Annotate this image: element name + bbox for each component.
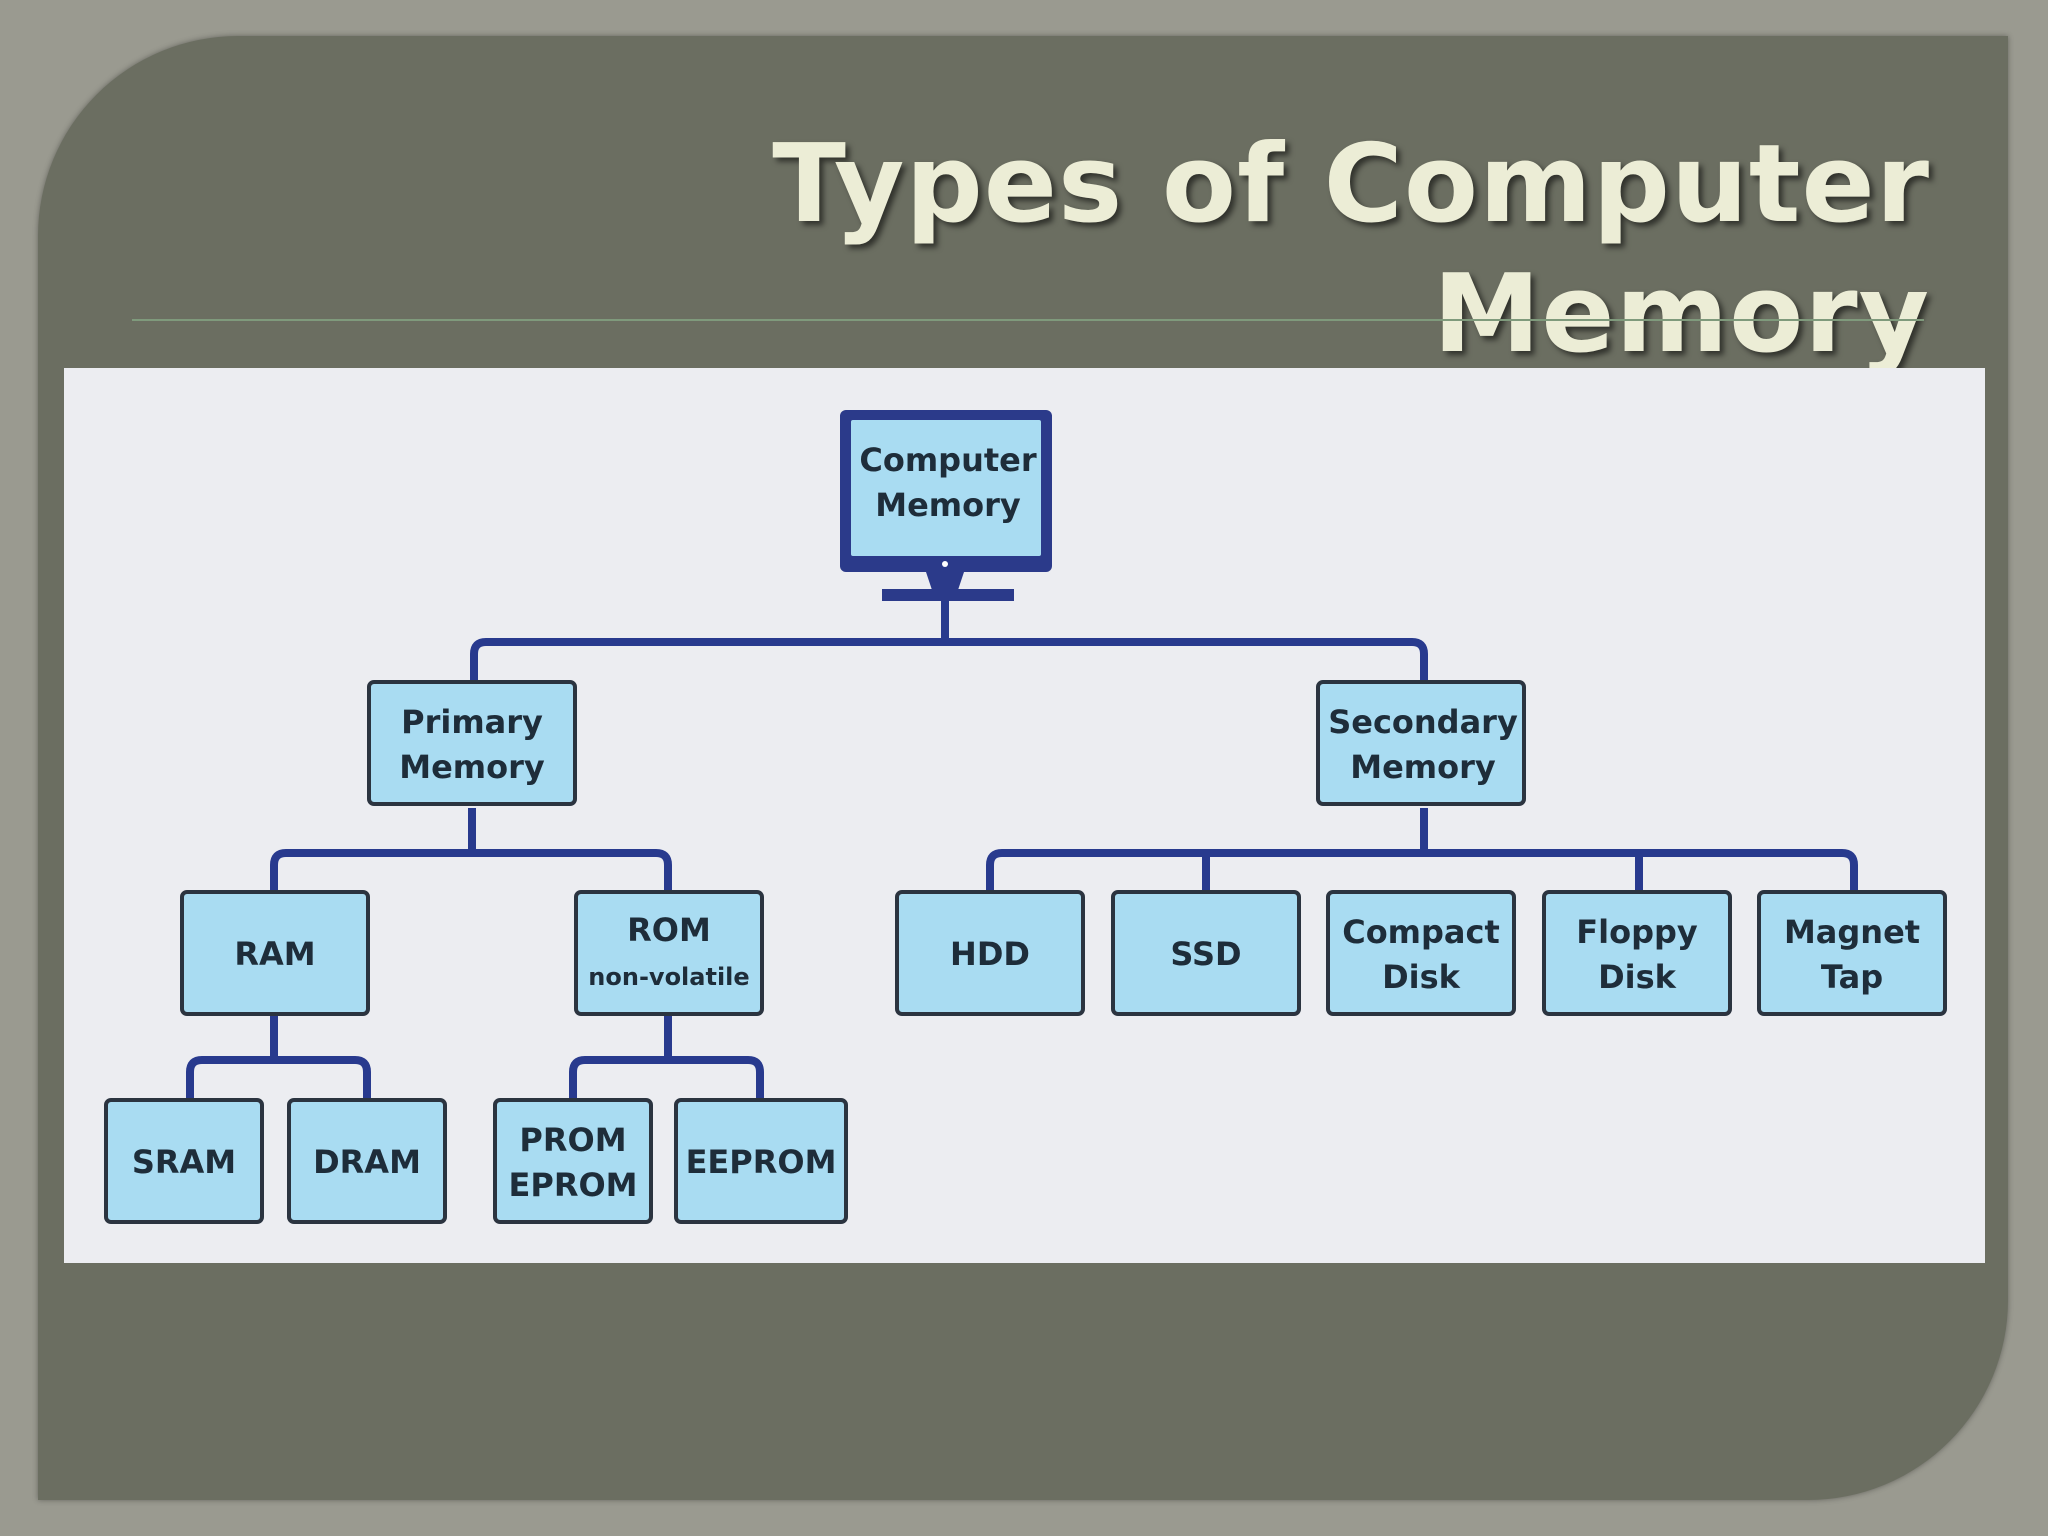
node-magnet-tap: Magnet Tap <box>1757 890 1947 1016</box>
node-sram-label: SRAM <box>132 1143 236 1181</box>
connector-ram-branch <box>186 1056 371 1098</box>
node-primary-memory-line-1: Primary <box>401 703 543 741</box>
monitor-stand <box>882 589 1014 601</box>
node-compact-disk-line-2: Disk <box>1382 958 1461 996</box>
monitor-power-dot <box>942 561 948 567</box>
node-magnet-tap-line-2: Tap <box>1821 958 1883 996</box>
connector-primary-branch <box>270 849 672 890</box>
connector-secondary-branch <box>986 849 1858 890</box>
node-ram-label: RAM <box>234 935 315 973</box>
node-prom-eprom-line-1: PROM <box>519 1121 626 1159</box>
node-computer-memory-line-2: Memory <box>875 486 1021 524</box>
diagram-panel: Computer Memory Primary Memory Secondary… <box>64 368 1985 1263</box>
node-floppy-disk-line-1: Floppy <box>1576 913 1698 951</box>
node-ssd-label: SSD <box>1170 935 1241 973</box>
node-rom-line-2: non-volatile <box>588 963 749 991</box>
node-ram: RAM <box>180 890 370 1016</box>
node-sram: SRAM <box>104 1098 264 1224</box>
node-computer-memory-line-1: Computer <box>859 441 1037 479</box>
connector-root-branch <box>470 638 1428 680</box>
node-ssd: SSD <box>1111 890 1301 1016</box>
title-divider <box>132 319 1924 321</box>
node-secondary-memory: Secondary Memory <box>1316 680 1526 806</box>
node-primary-memory: Primary Memory <box>367 680 577 806</box>
node-hdd: HDD <box>895 890 1085 1016</box>
node-eeprom: EEPROM <box>674 1098 848 1224</box>
connector-rom-branch <box>569 1056 764 1098</box>
node-hdd-label: HDD <box>950 935 1030 973</box>
node-eeprom-label: EEPROM <box>686 1143 837 1181</box>
node-secondary-memory-line-1: Secondary <box>1328 703 1518 741</box>
node-magnet-tap-line-1: Magnet <box>1784 913 1920 951</box>
node-rom: ROM non-volatile <box>574 890 764 1016</box>
node-computer-memory: Computer Memory <box>840 410 1052 601</box>
node-dram: DRAM <box>287 1098 447 1224</box>
slide-title: Types of Computer Memory <box>772 122 1930 377</box>
node-prom-eprom: PROM EPROM <box>493 1098 653 1224</box>
node-dram-label: DRAM <box>313 1143 421 1181</box>
connector-lines <box>186 590 1858 1098</box>
monitor-screen <box>851 420 1041 556</box>
node-primary-memory-line-2: Memory <box>399 748 545 786</box>
node-floppy-disk: Floppy Disk <box>1542 890 1732 1016</box>
monitor-neck <box>926 572 964 590</box>
node-floppy-disk-line-2: Disk <box>1598 958 1677 996</box>
node-rom-line-1: ROM <box>627 911 711 949</box>
node-compact-disk-line-1: Compact <box>1342 913 1500 951</box>
memory-hierarchy-diagram: Computer Memory Primary Memory Secondary… <box>104 410 1947 1224</box>
node-compact-disk: Compact Disk <box>1326 890 1516 1016</box>
node-prom-eprom-line-2: EPROM <box>509 1166 638 1204</box>
node-secondary-memory-line-2: Memory <box>1350 748 1496 786</box>
